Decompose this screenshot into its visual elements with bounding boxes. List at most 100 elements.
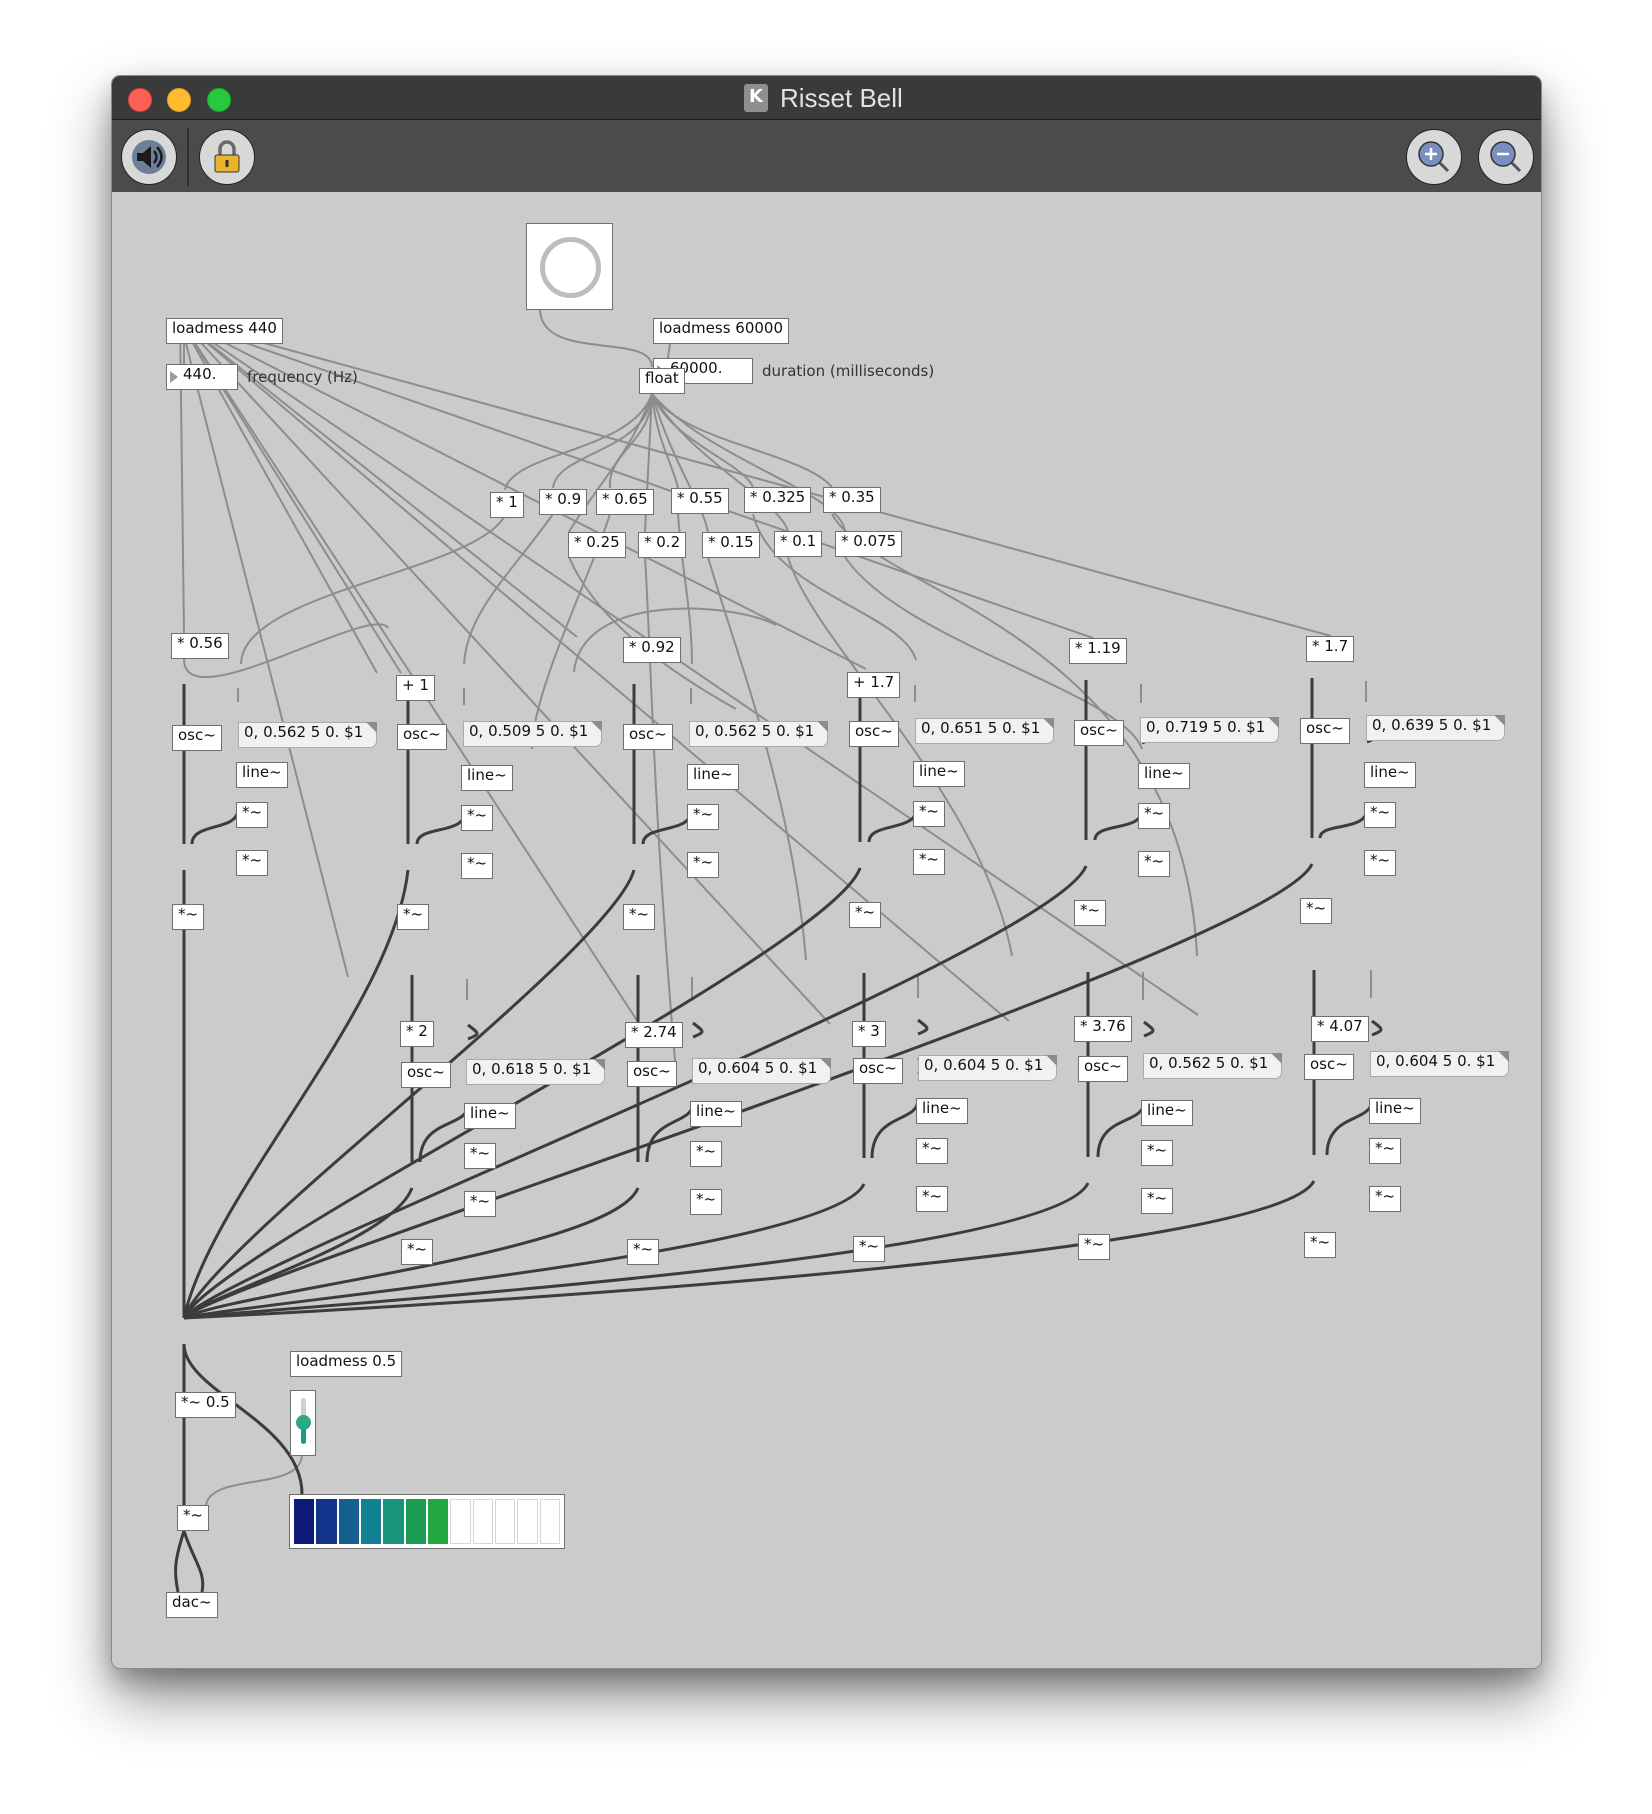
gain-slider[interactable]: [290, 1390, 316, 1456]
loadmess-frequency[interactable]: loadmess 440: [166, 318, 283, 344]
env-mul-6a[interactable]: *~: [1364, 802, 1397, 828]
line-10[interactable]: line~: [1141, 1100, 1193, 1126]
zoom-in-button[interactable]: [1406, 129, 1462, 185]
env-mul-7b[interactable]: *~: [464, 1191, 497, 1217]
partial-msg-7[interactable]: 0, 0.618 5 0. $1: [466, 1059, 605, 1085]
partial-mul-7[interactable]: *~: [401, 1239, 434, 1265]
loadmess-gain[interactable]: loadmess 0.5: [290, 1351, 403, 1377]
env-mul-5a[interactable]: *~: [1138, 803, 1171, 829]
osc-5[interactable]: osc~: [1074, 720, 1124, 746]
osc-1[interactable]: osc~: [172, 725, 222, 751]
lock-button[interactable]: [199, 129, 255, 185]
partial-mul-2[interactable]: *~: [397, 904, 430, 930]
output-mul[interactable]: *~: [177, 1505, 210, 1531]
partial-msg-8[interactable]: 0, 0.604 5 0. $1: [692, 1058, 831, 1084]
env-mul-9b[interactable]: *~: [916, 1186, 949, 1212]
dur-mult-0.35[interactable]: * 0.35: [823, 487, 881, 513]
env-mul-11a[interactable]: *~: [1369, 1138, 1402, 1164]
env-mul-5b[interactable]: *~: [1138, 851, 1171, 877]
zoom-out-button[interactable]: [1478, 129, 1534, 185]
freq-op-plus-1.7[interactable]: + 1.7: [847, 672, 901, 698]
partial-msg-1[interactable]: 0, 0.562 5 0. $1: [238, 722, 377, 748]
env-mul-4a[interactable]: *~: [913, 801, 946, 827]
env-mul-2a[interactable]: *~: [461, 805, 494, 831]
loadmess-duration[interactable]: loadmess 60000: [653, 318, 790, 344]
partial-msg-6[interactable]: 0, 0.639 5 0. $1: [1366, 715, 1505, 741]
float-object[interactable]: float: [639, 368, 685, 394]
partial-mul-10[interactable]: *~: [1078, 1234, 1111, 1260]
env-mul-7a[interactable]: *~: [464, 1143, 497, 1169]
partial-mul-11[interactable]: *~: [1304, 1232, 1337, 1258]
partial-msg-10[interactable]: 0, 0.562 5 0. $1: [1143, 1053, 1282, 1079]
env-mul-3a[interactable]: *~: [687, 804, 720, 830]
dur-mult-0.1[interactable]: * 0.1: [774, 531, 823, 557]
minimize-button[interactable]: [167, 88, 191, 112]
line-2[interactable]: line~: [461, 765, 513, 791]
env-mul-9a[interactable]: *~: [916, 1138, 949, 1164]
partial-msg-2[interactable]: 0, 0.509 5 0. $1: [463, 721, 602, 747]
osc-3[interactable]: osc~: [623, 724, 673, 750]
line-6[interactable]: line~: [1364, 762, 1416, 788]
line-1[interactable]: line~: [236, 762, 288, 788]
dac-object[interactable]: dac~: [166, 1592, 218, 1618]
partial-msg-5[interactable]: 0, 0.719 5 0. $1: [1140, 717, 1279, 743]
dur-mult-0.15[interactable]: * 0.15: [702, 532, 760, 558]
partial-msg-3[interactable]: 0, 0.562 5 0. $1: [689, 721, 828, 747]
freq-op-3.76[interactable]: * 3.76: [1074, 1016, 1132, 1042]
dur-mult-0.075[interactable]: * 0.075: [835, 531, 903, 557]
line-4[interactable]: line~: [913, 761, 965, 787]
freq-op-4.07[interactable]: * 4.07: [1311, 1016, 1369, 1042]
env-mul-11b[interactable]: *~: [1369, 1186, 1402, 1212]
dur-mult-0.9[interactable]: * 0.9: [539, 489, 588, 515]
line-7[interactable]: line~: [464, 1103, 516, 1129]
master-gain-mul[interactable]: *~ 0.5: [175, 1392, 236, 1418]
osc-8[interactable]: osc~: [627, 1061, 677, 1087]
frequency-number-box[interactable]: 440.: [166, 364, 238, 390]
freq-op-2.74[interactable]: * 2.74: [625, 1022, 683, 1048]
freq-op-0.92[interactable]: * 0.92: [623, 637, 681, 663]
partial-msg-4[interactable]: 0, 0.651 5 0. $1: [915, 718, 1054, 744]
partial-msg-11[interactable]: 0, 0.604 5 0. $1: [1370, 1051, 1509, 1077]
osc-10[interactable]: osc~: [1078, 1056, 1128, 1082]
partial-msg-9[interactable]: 0, 0.604 5 0. $1: [918, 1055, 1057, 1081]
maximize-button[interactable]: [207, 88, 231, 112]
env-mul-8b[interactable]: *~: [690, 1189, 723, 1215]
dsp-toggle-button[interactable]: [121, 129, 177, 185]
env-mul-6b[interactable]: *~: [1364, 850, 1397, 876]
dur-mult-0.55[interactable]: * 0.55: [671, 488, 729, 514]
osc-4[interactable]: osc~: [849, 721, 899, 747]
line-3[interactable]: line~: [687, 764, 739, 790]
freq-op-1.19[interactable]: * 1.19: [1069, 638, 1127, 664]
env-mul-3b[interactable]: *~: [687, 852, 720, 878]
osc-9[interactable]: osc~: [853, 1058, 903, 1084]
line-9[interactable]: line~: [916, 1098, 968, 1124]
partial-mul-5[interactable]: *~: [1074, 900, 1107, 926]
slider-knob[interactable]: [296, 1415, 311, 1430]
osc-7[interactable]: osc~: [401, 1062, 451, 1088]
env-mul-2b[interactable]: *~: [461, 853, 494, 879]
dur-mult-0.2[interactable]: * 0.2: [638, 532, 687, 558]
env-mul-8a[interactable]: *~: [690, 1141, 723, 1167]
close-button[interactable]: [128, 88, 152, 112]
env-mul-4b[interactable]: *~: [913, 849, 946, 875]
dur-mult-0.65[interactable]: * 0.65: [596, 489, 654, 515]
env-mul-10a[interactable]: *~: [1141, 1140, 1174, 1166]
freq-op-2[interactable]: * 2: [400, 1021, 434, 1047]
env-mul-1a[interactable]: *~: [236, 802, 269, 828]
dur-mult-0.325[interactable]: * 0.325: [744, 487, 812, 513]
partial-mul-8[interactable]: *~: [627, 1239, 660, 1265]
env-mul-10b[interactable]: *~: [1141, 1188, 1174, 1214]
patch-canvas[interactable]: loadmess 440 440. frequency (Hz) loadmes…: [112, 192, 1541, 1668]
freq-op-plus-1[interactable]: + 1: [396, 675, 435, 701]
partial-mul-6[interactable]: *~: [1300, 898, 1333, 924]
line-8[interactable]: line~: [690, 1101, 742, 1127]
freq-op-0.56[interactable]: * 0.56: [171, 633, 229, 659]
bang-button[interactable]: [526, 223, 613, 310]
partial-mul-9[interactable]: *~: [853, 1236, 886, 1262]
partial-mul-4[interactable]: *~: [849, 902, 882, 928]
dur-mult-0.25[interactable]: * 0.25: [568, 532, 626, 558]
freq-op-1.7[interactable]: * 1.7: [1306, 636, 1355, 662]
partial-mul-1[interactable]: *~: [172, 904, 205, 930]
dur-mult-1[interactable]: * 1: [490, 492, 524, 518]
freq-op-3[interactable]: * 3: [852, 1021, 886, 1047]
